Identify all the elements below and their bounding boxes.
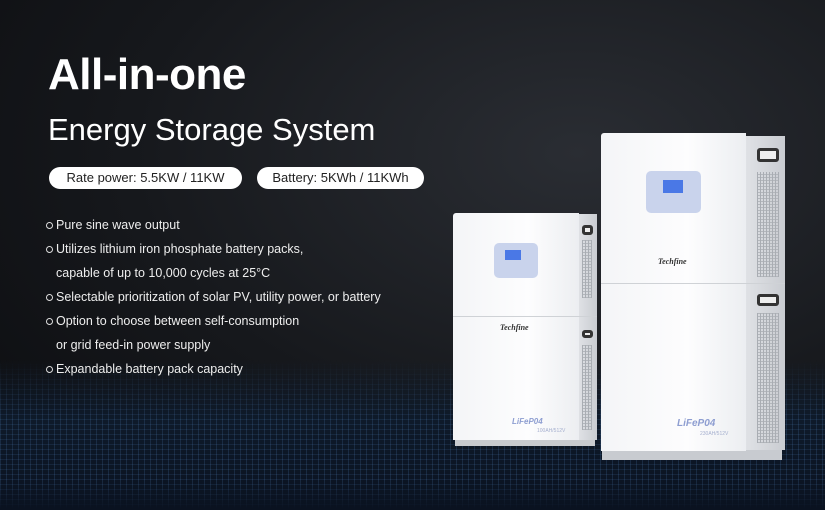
- feature-item: Utilizes lithium iron phosphate battery …: [46, 240, 381, 264]
- handle-icon: [757, 148, 779, 162]
- handle-icon: [582, 330, 593, 338]
- lcd-screen: [505, 250, 521, 260]
- chemistry-label: LiFeP04: [512, 417, 543, 426]
- brand-logo: Techfine: [500, 323, 529, 332]
- module-divider: [601, 283, 785, 284]
- chemistry-label: LiFeP04: [677, 418, 716, 429]
- display-panel: [494, 243, 538, 278]
- rating-label: 100AH/512V: [537, 428, 566, 434]
- feature-item: Pure sine wave output: [46, 216, 381, 240]
- unit-base: [455, 436, 595, 446]
- module-divider: [453, 316, 597, 317]
- feature-item: Selectable prioritization of solar PV, u…: [46, 288, 381, 312]
- vent-grille: [582, 345, 592, 430]
- rating-label: 230AH/512V: [700, 431, 729, 437]
- feature-item: Expandable battery pack capacity: [46, 360, 381, 384]
- brand-logo: Techfine: [658, 257, 687, 266]
- unit-base: [602, 448, 782, 460]
- vent-grille: [757, 313, 779, 443]
- headline-subtitle: Energy Storage System: [48, 112, 376, 147]
- feature-item-continued: or grid feed-in power supply: [56, 338, 211, 352]
- headline-title: All-in-one: [48, 50, 246, 99]
- spec-battery: Battery: 5KWh / 11KWh: [257, 167, 424, 189]
- lcd-screen: [663, 180, 683, 193]
- feature-item-continued: capable of up to 10,000 cycles at 25°C: [56, 266, 271, 280]
- feature-item: Option to choose between self-consumptio…: [46, 312, 381, 336]
- feature-list: Pure sine wave output Utilizes lithium i…: [46, 216, 381, 384]
- handle-icon: [757, 294, 779, 306]
- vent-grille: [582, 240, 592, 298]
- spec-rate-power: Rate power: 5.5KW / 11KW: [49, 167, 242, 189]
- vent-grille: [757, 172, 779, 277]
- handle-icon: [582, 225, 593, 235]
